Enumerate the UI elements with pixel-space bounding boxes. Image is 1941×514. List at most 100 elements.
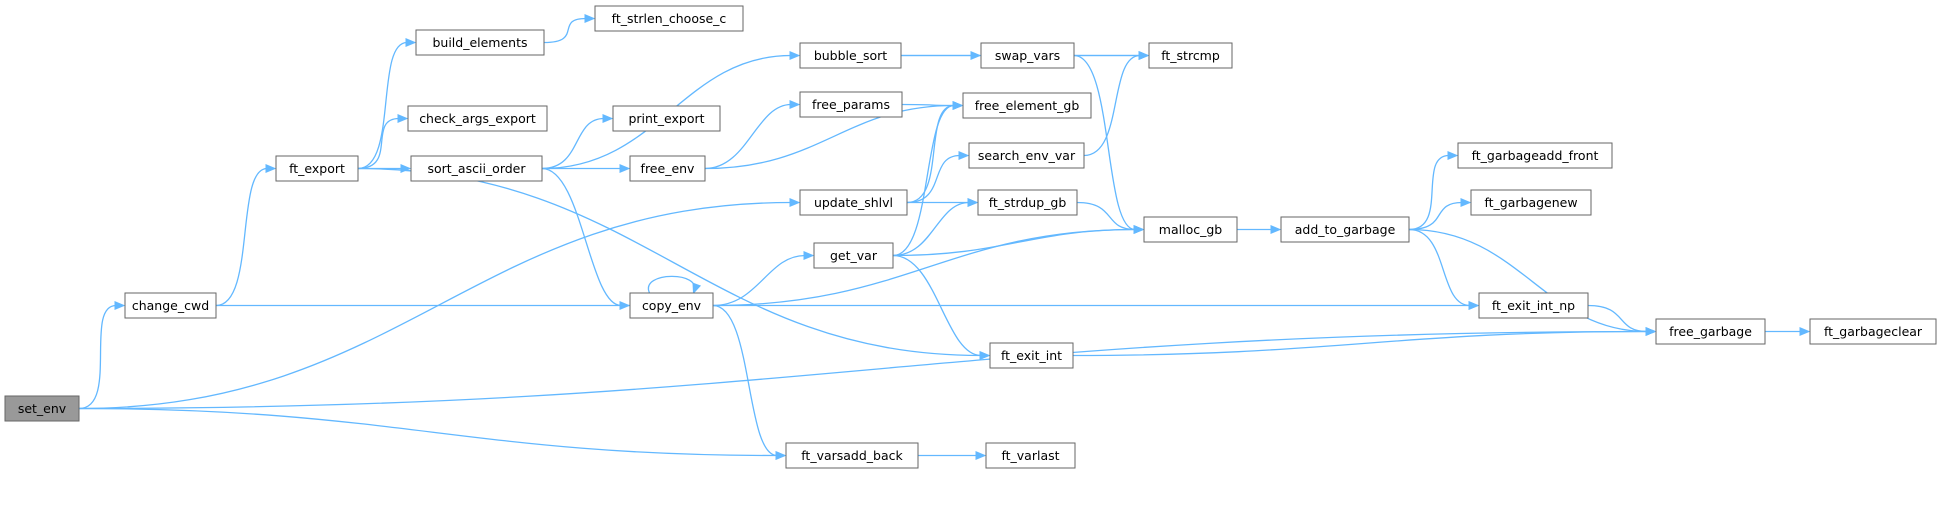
node-ft-garbagenew[interactable]: ft_garbagenew (1470, 189, 1592, 216)
edge-change-cwd-to-ft-exit-int-np (216, 300, 1480, 311)
node-label: free_garbage (1669, 324, 1752, 339)
node-label: set_env (18, 401, 67, 416)
node-ft-garbageadd-front[interactable]: ft_garbageadd_front (1457, 142, 1613, 169)
node-label: ft_exit_int_np (1492, 298, 1575, 313)
node-box (415, 29, 545, 56)
node-box (1148, 42, 1233, 69)
node-ft-exit-int[interactable]: ft_exit_int (989, 342, 1074, 369)
node-box (799, 91, 903, 118)
node-label: ft_exit_int (1001, 348, 1062, 363)
node-ft-strcmp[interactable]: ft_strcmp (1148, 42, 1233, 69)
edge-update-shlvl-to-free-element-gb (906, 100, 964, 204)
edge-copy-env-to-get-var (712, 250, 815, 307)
node-box (962, 92, 1092, 119)
node-ft-export[interactable]: ft_export (275, 155, 359, 182)
edge-sort-ascii-order-to-free-env (541, 163, 631, 174)
node-label: ft_garbagenew (1484, 195, 1577, 210)
edge-add-to-garbage-to-ft-garbageadd-front (1408, 150, 1459, 231)
node-box (799, 42, 902, 69)
node-box (629, 292, 714, 319)
node-search-env-var[interactable]: search_env_var (968, 142, 1085, 169)
node-box (124, 292, 217, 319)
node-ft-garbageclear[interactable]: ft_garbageclear (1809, 318, 1937, 345)
edge-copy-env-to-copy-env (647, 275, 702, 295)
node-swap-vars[interactable]: swap_vars (980, 42, 1075, 69)
node-label: sort_ascii_order (427, 161, 526, 176)
edge-ft-export-to-build-elements (357, 37, 417, 170)
edge-add-to-garbage-to-ft-garbagenew (1408, 197, 1472, 231)
edge-ft-exit-int-np-to-free-garbage (1587, 304, 1657, 337)
node-box (410, 155, 543, 182)
node-box (977, 189, 1078, 216)
node-ft-strdup-gb[interactable]: ft_strdup_gb (977, 189, 1078, 216)
node-update-shlvl[interactable]: update_shlvl (799, 189, 908, 216)
node-ft-strlen-choose-c[interactable]: ft_strlen_choose_c (594, 5, 744, 32)
node-label: swap_vars (995, 48, 1060, 63)
edge-add-to-garbage-to-ft-exit-int-np (1408, 228, 1480, 311)
node-layer: set_env change_cwd ft_export build_elements… (4, 5, 1937, 469)
edge-copy-env-to-ft-varsadd-back (712, 304, 787, 461)
node-box (980, 42, 1075, 69)
node-box (799, 189, 908, 216)
node-box (612, 105, 721, 132)
node-sort-ascii-order[interactable]: sort_ascii_order (410, 155, 543, 182)
edge-build-elements-to-ft-strlen-choose-c (543, 13, 596, 44)
node-print-export[interactable]: print_export (612, 105, 721, 132)
node-label: add_to_garbage (1295, 222, 1396, 237)
node-get-var[interactable]: get_var (813, 242, 894, 269)
node-box (1457, 142, 1613, 169)
node-label: free_env (641, 161, 696, 176)
edge-update-shlvl-to-search-env-var (906, 150, 970, 204)
node-label: ft_strlen_choose_c (612, 11, 727, 26)
node-label: bubble_sort (814, 48, 887, 63)
node-add-to-garbage[interactable]: add_to_garbage (1280, 216, 1410, 243)
node-free-env[interactable]: free_env (629, 155, 706, 182)
node-build-elements[interactable]: build_elements (415, 29, 545, 56)
node-label: copy_env (642, 298, 702, 313)
node-set-env[interactable]: set_env (4, 395, 80, 422)
edge-malloc-gb-to-add-to-garbage (1237, 224, 1282, 235)
node-box (1809, 318, 1937, 345)
edge-free-env-to-free-params (704, 99, 801, 170)
edge-get-var-to-ft-strdup-gb (892, 197, 979, 257)
node-label: malloc_gb (1159, 222, 1222, 237)
node-box (1470, 189, 1592, 216)
node-bubble-sort[interactable]: bubble_sort (799, 42, 902, 69)
edge-add-to-garbage-to-free-garbage (1408, 228, 1657, 337)
node-free-element-gb[interactable]: free_element_gb (962, 92, 1092, 119)
node-box (1478, 292, 1589, 319)
edge-sort-ascii-order-to-copy-env (541, 167, 631, 311)
node-label: ft_garbageclear (1824, 324, 1923, 339)
edge-get-var-to-malloc-gb (892, 224, 1145, 257)
edge-ft-varsadd-back-to-ft-varlast (917, 450, 987, 461)
node-free-garbage[interactable]: free_garbage (1655, 318, 1766, 345)
node-check-args-export[interactable]: check_args_export (407, 105, 548, 132)
node-ft-varlast[interactable]: ft_varlast (985, 442, 1076, 469)
edge-search-env-var-to-ft-strcmp (1083, 50, 1150, 157)
node-ft-varsadd-back[interactable]: ft_varsadd_back (785, 442, 919, 469)
node-box (275, 155, 359, 182)
node-label: ft_strcmp (1161, 48, 1220, 63)
node-label: update_shlvl (814, 195, 893, 210)
node-box (785, 442, 919, 469)
node-ft-exit-int-np[interactable]: ft_exit_int_np (1478, 292, 1589, 319)
node-label: free_params (812, 97, 890, 112)
edge-change-cwd-to-ft-export (215, 163, 277, 307)
edge-ft-exit-int-to-free-garbage (1072, 326, 1657, 357)
edge-get-var-to-free-element-gb (892, 100, 964, 257)
node-change-cwd[interactable]: change_cwd (124, 292, 217, 319)
edge-layer (78, 13, 1811, 461)
node-label: check_args_export (419, 111, 536, 126)
node-label: search_env_var (978, 148, 1076, 163)
node-label: ft_varsadd_back (801, 448, 903, 463)
node-box (407, 105, 548, 132)
node-copy-env[interactable]: copy_env (629, 292, 714, 319)
node-label: ft_export (289, 161, 345, 176)
edge-sort-ascii-order-to-print-export (541, 113, 614, 170)
node-free-params[interactable]: free_params (799, 91, 903, 118)
node-malloc-gb[interactable]: malloc_gb (1143, 216, 1238, 243)
node-box (594, 5, 744, 32)
edge-get-var-to-ft-exit-int (892, 254, 991, 361)
node-label: ft_varlast (1001, 448, 1059, 463)
